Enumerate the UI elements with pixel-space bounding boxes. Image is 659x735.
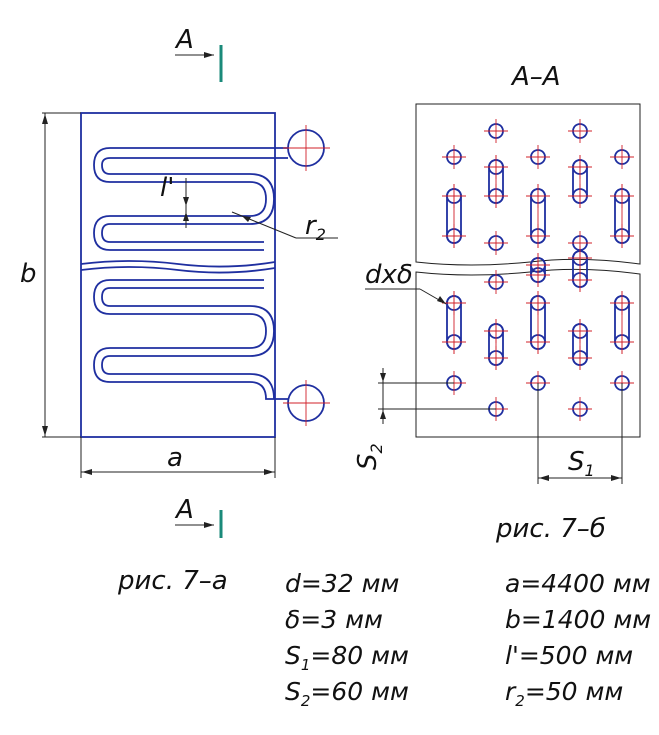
- dim-a-arrow-left: [82, 469, 92, 475]
- param-value: =4400 мм: [520, 569, 650, 598]
- tube-grid: [442, 119, 634, 421]
- dim-s1-sub: 1: [585, 461, 595, 480]
- caption-fig-7a: рис. 7–а: [117, 566, 228, 596]
- coil-front-view: A b a: [20, 25, 338, 596]
- dim-s2-arrow-top: [380, 373, 386, 382]
- param-subscript: 1: [301, 656, 311, 674]
- section-arrowhead-bottom: [204, 522, 214, 528]
- param-name: a: [505, 569, 520, 598]
- coil-lower-inner: [101, 287, 275, 400]
- dim-b-arrow-bottom: [42, 426, 48, 436]
- param-value: =32 мм: [301, 569, 399, 598]
- dim-l-label: l': [160, 173, 174, 203]
- dim-r2-leader: [231, 211, 297, 239]
- dim-b-arrow-top: [42, 114, 48, 124]
- caption-fig-7b: рис. 7–б: [495, 514, 606, 544]
- dim-r2-letter: r: [305, 211, 318, 241]
- dim-s1-arrow-left: [539, 475, 549, 481]
- section-arrowhead-top: [204, 52, 214, 58]
- param-subscript: 2: [515, 692, 525, 710]
- param-value: =80 мм: [310, 641, 408, 670]
- section-panel-lower: [415, 268, 641, 438]
- section-mark-bottom: A: [174, 495, 194, 525]
- coil-lower-outer: [93, 279, 288, 400]
- param-name: r: [505, 677, 517, 706]
- coil-upper-outer: [93, 147, 288, 251]
- param-name: S: [285, 641, 301, 670]
- break-line-bottom: [80, 266, 276, 274]
- section-view-title: A–A: [510, 62, 561, 92]
- dim-b-label: b: [20, 259, 37, 289]
- dim-r2-label: r2: [305, 211, 326, 244]
- dim-l-arrow-bottom: [183, 212, 189, 221]
- dim-l-arrow-top: [183, 197, 189, 206]
- dim-s2-sub: 2: [367, 443, 386, 453]
- dim-dxdelta-arrow: [437, 296, 446, 304]
- param-subscript: 2: [301, 692, 311, 710]
- dim-s1-arrow-right: [611, 475, 621, 481]
- param-value: =3 мм: [300, 605, 383, 634]
- param-value: =500 мм: [519, 641, 633, 670]
- coil-frame: [80, 112, 276, 438]
- param-name: l': [505, 641, 519, 670]
- param-params_left-3: S2=60 мм: [285, 677, 409, 710]
- coil-section-view: A–A dxδ S2 S1 рис. 7–б: [353, 62, 641, 544]
- dim-r2-sub: 2: [316, 225, 326, 244]
- param-value: =50 мм: [525, 677, 623, 706]
- break-line-top: [80, 260, 276, 268]
- section-mark-top: A: [174, 25, 194, 55]
- param-params_left-0: d=32 мм: [285, 569, 399, 598]
- param-name: b: [505, 605, 521, 634]
- param-params_left-1: δ=3 мм: [285, 605, 383, 634]
- param-name: d: [285, 569, 301, 598]
- param-params_right-3: r2=50 мм: [505, 677, 623, 710]
- dim-dxdelta-label: dxδ: [365, 260, 413, 290]
- param-params_left-2: S1=80 мм: [285, 641, 409, 674]
- param-name: S: [285, 677, 301, 706]
- dim-a-label: a: [167, 443, 183, 473]
- param-name: δ: [285, 605, 300, 634]
- section-panel-upper: [415, 103, 641, 266]
- coil-upper-inner: [101, 157, 288, 243]
- dim-s2-arrow-bottom: [380, 410, 386, 419]
- dim-s2-letter: S: [353, 453, 383, 470]
- param-params_right-2: l'=500 мм: [505, 641, 633, 670]
- param-params_right-1: b=1400 мм: [505, 605, 651, 634]
- dim-s2-label: S2: [353, 443, 386, 470]
- param-value: =1400 мм: [521, 605, 651, 634]
- dim-s1-letter: S: [568, 447, 585, 477]
- dim-r2-arrow: [242, 216, 251, 222]
- dim-s1-label: S1: [568, 447, 595, 480]
- param-value: =60 мм: [310, 677, 408, 706]
- dim-a-arrow-right: [264, 469, 274, 475]
- param-params_right-0: a=4400 мм: [505, 569, 651, 598]
